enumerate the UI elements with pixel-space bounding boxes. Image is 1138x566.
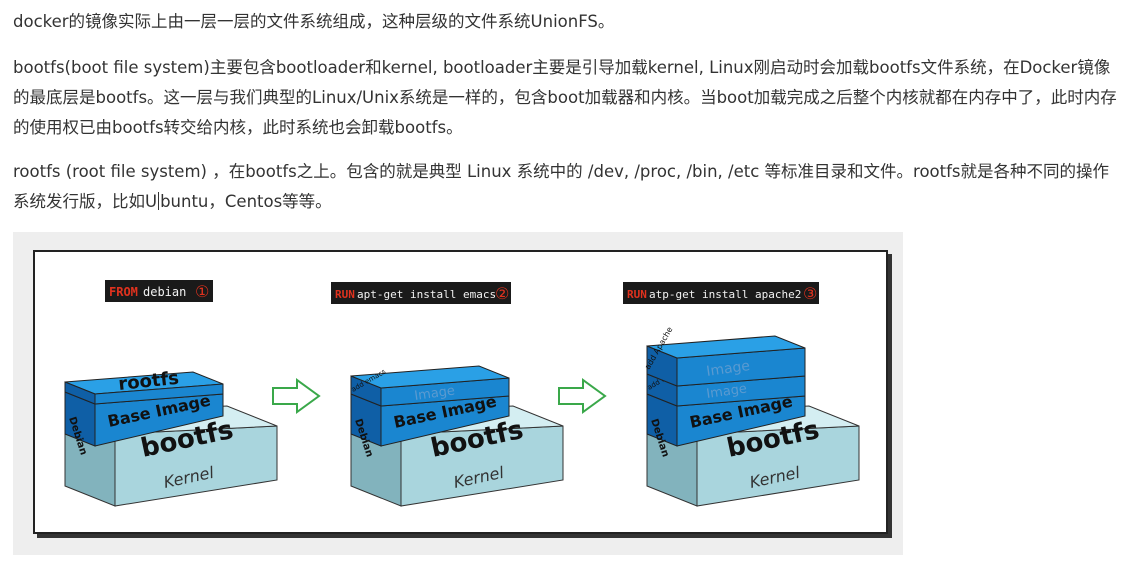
step-number-3: ③: [803, 284, 817, 303]
apache-image-label-3: Image: [705, 358, 751, 380]
stage-1: FROM debian ① Kernel bootfs Base Image D…: [64, 280, 278, 507]
command-label-2-bg: [331, 282, 511, 304]
paragraph-rootfs: rootfs (root file system) ，在bootfs之上。包含的…: [13, 157, 1118, 217]
stage-2: RUN apt-get install emacs ② Kernel bootf…: [331, 282, 564, 507]
command-label-3-bg: [623, 282, 819, 304]
paragraph-rootfs-part2: buntu，Centos等等。: [160, 192, 332, 211]
step-number-2: ②: [495, 284, 509, 303]
command-keyword-1: FROM: [109, 285, 138, 299]
step-number-1: ①: [195, 282, 209, 301]
emacs-image-label-3: Image: [705, 381, 747, 402]
apache-layer-3-top: [646, 335, 806, 359]
emacs-layer-2-top: [350, 365, 510, 389]
command-keyword-2: RUN: [335, 288, 355, 301]
paragraph-bootfs: bootfs(boot file system)主要包含bootloader和k…: [13, 58, 1117, 137]
command-text-2: apt-get install emacs: [357, 288, 496, 301]
command-keyword-3: RUN: [627, 288, 647, 301]
paragraph-unionfs: docker的镜像实际上由一层一层的文件系统组成，这种层级的文件系统UnionF…: [13, 12, 615, 31]
command-text-1: debian: [143, 285, 186, 299]
stage-3: RUN atp-get install apache2 ③ Kernel boo…: [623, 282, 860, 507]
arrow-icon-2: [558, 378, 607, 414]
command-label-1-bg: [105, 280, 213, 302]
paragraph-rootfs-part1: rootfs (root file system) ，在bootfs之上。包含的…: [13, 162, 1110, 211]
text-cursor: [158, 192, 160, 210]
emacs-image-label-2: Image: [413, 383, 455, 404]
diagram-container: FROM debian ① Kernel bootfs Base Image D…: [13, 232, 903, 555]
image-layers-diagram: FROM debian ① Kernel bootfs Base Image D…: [33, 250, 888, 534]
arrow-icon-1: [272, 378, 321, 414]
rootfs-layer-1-front: [94, 383, 224, 405]
command-text-3: atp-get install apache2: [649, 288, 801, 301]
